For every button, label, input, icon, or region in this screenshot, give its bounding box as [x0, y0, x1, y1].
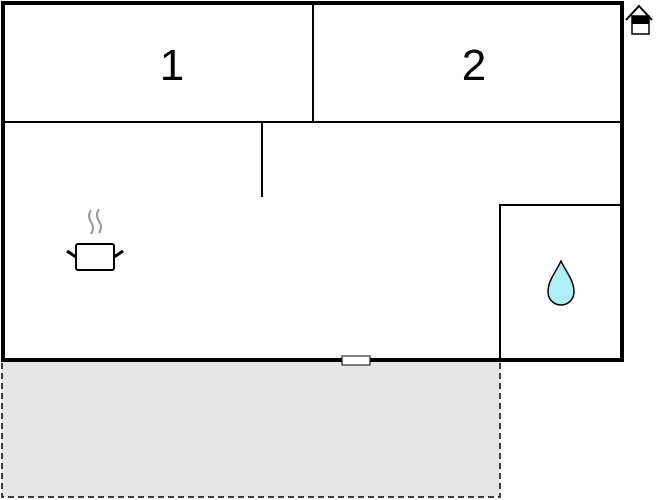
water-drop-icon — [547, 259, 575, 306]
house-icon[interactable] — [625, 4, 653, 35]
bathroom-wall — [499, 204, 622, 360]
room-label-2: 2 — [462, 41, 486, 90]
room-label-1: 1 — [160, 41, 184, 90]
door[interactable] — [341, 355, 371, 366]
terrace — [1, 360, 501, 498]
cooking-pot-icon — [66, 208, 124, 271]
